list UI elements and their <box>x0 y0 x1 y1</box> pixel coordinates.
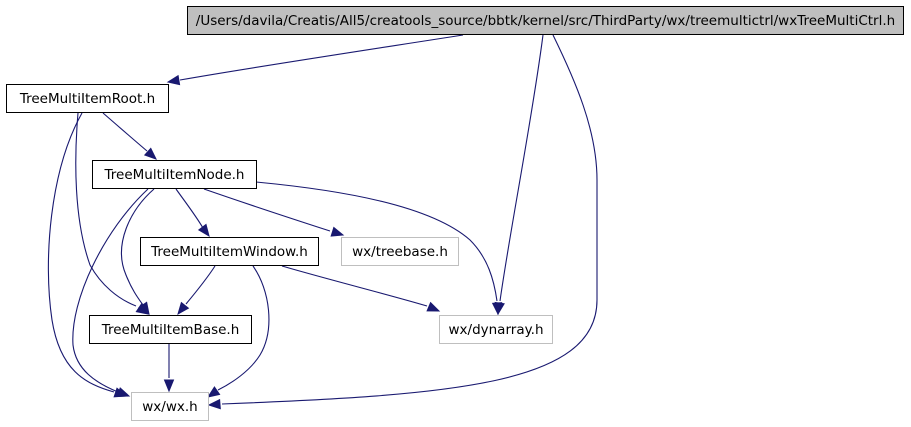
edge-itemnode-to-wx <box>72 188 149 397</box>
edge-line <box>47 112 115 393</box>
node-box <box>92 160 257 189</box>
node-label: TreeMultiItemBase.h <box>101 322 240 338</box>
edge-itembase-to-wx <box>163 344 175 393</box>
node-treebase: wx/treebase.h <box>341 237 459 266</box>
edge-arrowhead <box>138 301 150 316</box>
edge-itemnode-to-itemwindow <box>175 188 210 238</box>
edges-layer <box>47 34 598 410</box>
edge-line <box>499 34 544 302</box>
node-label: TreeMultiItemWindow.h <box>150 244 308 260</box>
edge-line <box>175 188 204 229</box>
edge-arrowhead <box>163 379 175 393</box>
node-label: wx/wx.h <box>142 399 197 415</box>
node-root: /Users/davila/Creatis/All5/creatools_sou… <box>187 6 904 35</box>
node-itembase[interactable]: TreeMultiItemBase.h <box>89 315 252 344</box>
node-label: /Users/davila/Creatis/All5/creatools_sou… <box>196 13 895 29</box>
node-itemwindow[interactable]: TreeMultiItemWindow.h <box>140 237 319 266</box>
node-label: wx/treebase.h <box>352 244 448 260</box>
edge-arrowhead <box>426 301 441 312</box>
edge-arrowhead <box>143 147 157 160</box>
edge-line <box>75 112 137 307</box>
edge-line <box>203 188 331 232</box>
node-box <box>131 392 209 421</box>
edge-line <box>179 34 464 81</box>
edge-arrowhead <box>197 223 210 238</box>
node-itemnode[interactable]: TreeMultiItemNode.h <box>92 160 257 189</box>
node-box <box>6 84 169 113</box>
edge-itemwindow-to-wx <box>206 265 270 398</box>
edge-line <box>217 265 270 391</box>
node-label: wx/dynarray.h <box>448 322 543 338</box>
edge-line <box>72 188 149 393</box>
edge-itemnode-to-dynarray <box>255 181 503 316</box>
edge-itemwindow-to-dynarray <box>281 265 441 312</box>
edge-line <box>102 112 148 152</box>
edge-root-to-dynarray <box>494 34 544 316</box>
edge-arrowhead <box>206 386 221 398</box>
edge-arrowhead <box>177 301 190 316</box>
nodes-layer: /Users/davila/Creatis/All5/creatools_sou… <box>6 6 904 421</box>
edge-line <box>255 181 498 302</box>
edge-itemnode-to-itembase <box>121 188 155 316</box>
edge-arrowhead <box>166 74 181 86</box>
edge-itemwindow-to-itembase <box>177 265 216 316</box>
node-wx: wx/wx.h <box>131 392 209 421</box>
edge-arrowhead <box>116 387 131 397</box>
node-itemroot[interactable]: TreeMultiItemRoot.h <box>6 84 169 113</box>
edge-root-to-wx <box>207 34 598 410</box>
node-label: TreeMultiItemRoot.h <box>19 91 155 107</box>
edge-itemroot-to-itemnode <box>102 112 157 160</box>
edge-line <box>221 34 598 405</box>
node-label: TreeMultiItemNode.h <box>104 167 245 183</box>
edge-arrowhead <box>491 302 503 316</box>
edge-arrowhead <box>207 398 221 410</box>
node-dynarray: wx/dynarray.h <box>439 315 553 344</box>
edge-line <box>121 188 155 306</box>
edge-itemnode-to-treebase <box>203 188 345 237</box>
node-box <box>439 315 553 344</box>
node-box <box>341 237 459 266</box>
node-box <box>140 237 319 266</box>
edge-root-to-itemroot <box>166 34 464 86</box>
edge-arrowhead <box>330 226 345 237</box>
node-box <box>89 315 252 344</box>
edge-line <box>281 265 428 307</box>
node-box <box>187 6 904 35</box>
edge-line <box>185 265 216 305</box>
